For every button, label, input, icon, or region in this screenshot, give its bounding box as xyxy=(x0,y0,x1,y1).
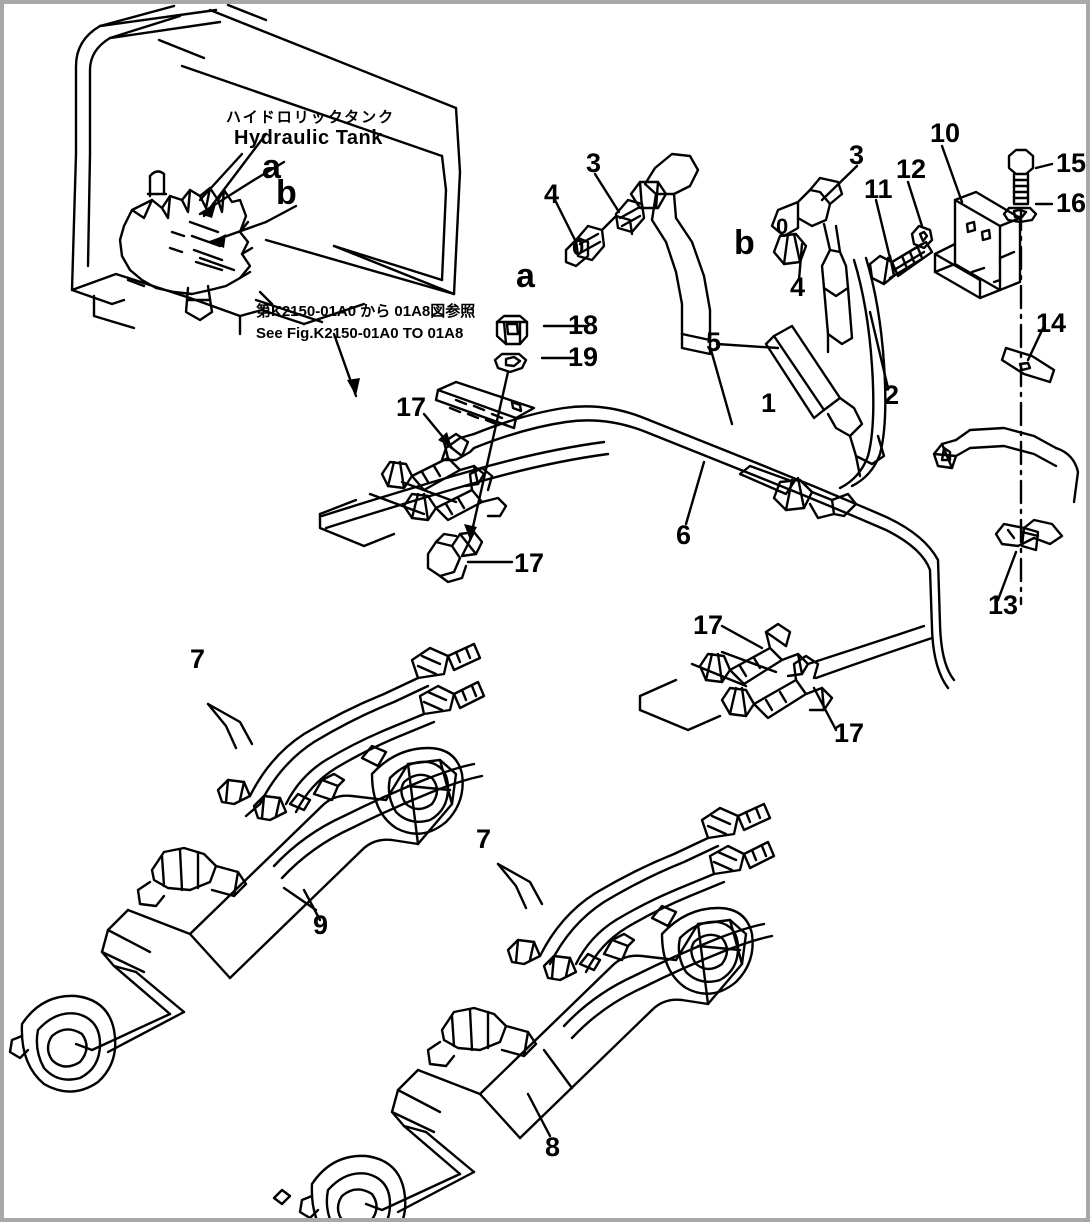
item-number-5: 5 xyxy=(706,327,722,357)
item-number-19: 19 xyxy=(568,342,599,372)
plate-18-19-assembly xyxy=(422,314,536,542)
item-number-16: 16 xyxy=(1056,188,1087,218)
item-number-18: 18 xyxy=(568,310,599,340)
inset-callout-arrows xyxy=(198,132,298,248)
inset-callout-b-label: b xyxy=(276,174,297,212)
inset-tank-leader xyxy=(198,152,244,202)
item-number-17-lower-right: 17 xyxy=(834,718,865,748)
hydraulic-tank-en-label: Hydraulic Tank xyxy=(234,127,383,149)
inset-frame-outline xyxy=(70,4,462,336)
item-number-6: 6 xyxy=(676,520,692,550)
ref-note-tick xyxy=(258,290,274,306)
parts-diagram-drawing xyxy=(8,4,1080,1218)
item-number-3-left: 3 xyxy=(586,148,602,178)
tube-2 xyxy=(838,256,887,490)
cylinder-9-assembly xyxy=(8,642,486,1093)
item-number-15: 15 xyxy=(1056,148,1087,178)
left-fitting-group-17 xyxy=(318,432,508,584)
item-number-17-upper-right: 17 xyxy=(693,610,724,640)
item-number-4-right: 4 xyxy=(790,272,806,302)
item-number-7-upper: 7 xyxy=(190,644,206,674)
item-number-8: 8 xyxy=(545,1132,561,1162)
port-a-zero-marker: 0 xyxy=(572,235,585,260)
item-number-13: 13 xyxy=(988,590,1019,620)
section-marker-a: a xyxy=(516,257,535,295)
item-number-9: 9 xyxy=(313,910,329,940)
item-number-14: 14 xyxy=(1036,308,1067,338)
right-hose-to-clamp xyxy=(932,426,1080,504)
reference-note-en: See Fig.K2150-01A0 TO 01A8 xyxy=(256,325,464,342)
fitting-b-assembly xyxy=(770,176,854,354)
hydraulic-tank-jp-label: ハイドロリックタンク xyxy=(226,108,396,126)
tube-1 xyxy=(764,324,886,478)
item-number-1: 1 xyxy=(761,388,777,418)
bracket-10-assembly xyxy=(868,148,1064,606)
item-number-2: 2 xyxy=(884,380,900,410)
cylinder-8-assembly xyxy=(272,802,776,1218)
port-b-zero-marker: 0 xyxy=(776,214,789,239)
item-number-10: 10 xyxy=(930,118,961,148)
item-number-4-left: 4 xyxy=(544,179,560,209)
item-number-7-lower: 7 xyxy=(476,824,492,854)
item-number-12: 12 xyxy=(896,154,927,184)
item-number-3-right: 3 xyxy=(849,140,865,170)
callout-leaders xyxy=(302,144,1054,1138)
tube-5 xyxy=(440,405,956,690)
fitting-a-assembly xyxy=(564,152,712,356)
item-number-17-upper-left: 17 xyxy=(396,392,427,422)
inset-callout-a-label: a xyxy=(262,148,281,186)
section-marker-b: b xyxy=(734,224,755,262)
item-number-17-lower-left: 17 xyxy=(514,548,545,578)
right-fitting-group-17 xyxy=(638,622,934,732)
item-number-11: 11 xyxy=(864,174,893,204)
reference-note-jp: 第K2150-01A0 から 01A8図参照 xyxy=(256,303,476,320)
